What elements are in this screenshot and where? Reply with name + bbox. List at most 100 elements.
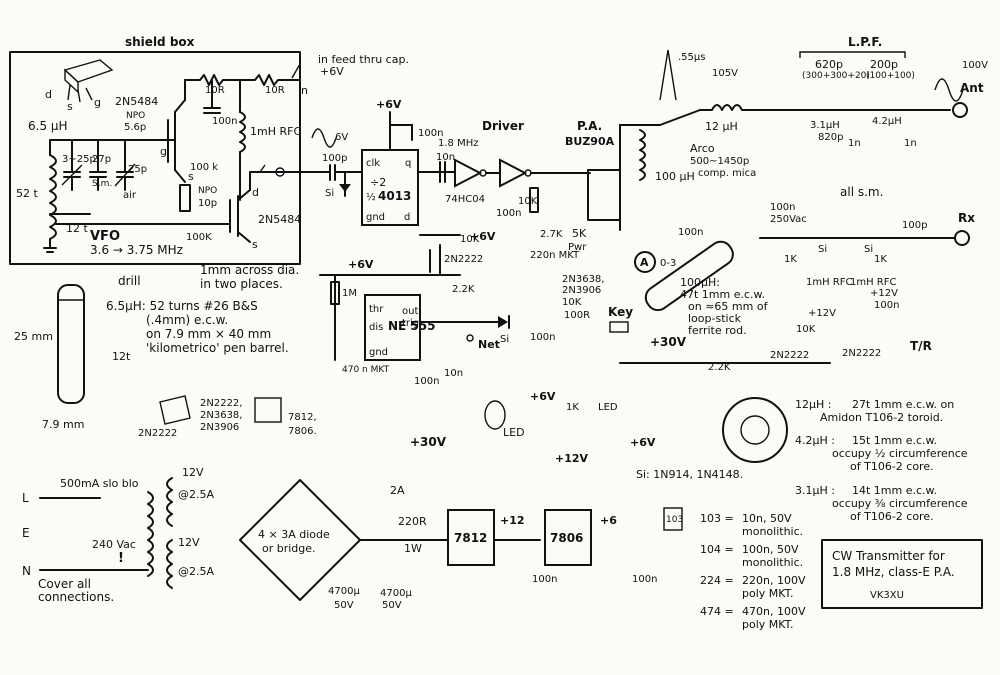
pa-section: P.A. BUZ90A 100 µH A 0-3 +30V 100n 12 µH… [565,49,801,349]
bridge-1: 4 × 3A diode [258,528,330,541]
driver-r22k: 2.2K [452,284,475,295]
tr-label: T/R [910,339,932,353]
driver-r5k: 5K [572,227,587,240]
coil-note-5: on 7.9 mm × 40 mm [146,327,271,341]
lpf-section: L.P.F. 620p (300+300+20) 200p (100+100) … [799,35,988,246]
net-button-label[interactable]: Net [478,338,500,351]
rx-c100n: 100n [770,202,795,213]
timer-c10n: 10n [444,368,463,379]
fet2-s: s [252,238,258,251]
gate-74hc04: 74HC04 [445,194,485,205]
cap-1-c: monolithic. [742,556,803,569]
rx-rfc-a: 1mH RFC [806,277,853,288]
cap-code: 103 [666,515,683,525]
pwr-label: Pwr [568,242,587,253]
psu-plus30: +30V [410,435,447,449]
c200-label: 200p [870,58,898,71]
npo-label-1: NPO [126,111,145,121]
c100p-label: 100p [322,153,347,164]
divider-c100n: 100n [418,128,443,139]
air-label: air [123,190,137,201]
c1n-a: 1n [848,138,861,149]
driver-c100n-b: 100n [530,332,555,343]
npo-label-2: NPO [198,186,217,196]
net-switch[interactable] [466,334,474,342]
rx-si-a: Si [818,244,827,255]
fet-label-2: 2N5484 [258,213,301,226]
psu-v12a: 12V [182,466,204,479]
rfc-label: 1mH RFC [250,125,301,138]
cap-0-a: 103 = [700,512,734,525]
pinout-sketches: 2N2222 2N2222, 2N3638, 2N3906 7812, 7806… [138,390,618,439]
fet-label-1: 2N5484 [115,95,158,108]
bridge-2: or bridge. [262,542,316,555]
psu-c100n-a: 100n [532,574,557,585]
pa-label: P.A. [577,119,602,133]
divider-section: 6V 100p Si clk ÷2 ½ 4013 q gnd d +6V 100… [311,98,478,226]
antenna-connector[interactable] [952,102,968,118]
fet1-s: s [188,170,194,183]
l31-label: 3.1µH [810,120,840,131]
psu-l: L [22,491,29,505]
led-plus6: +6V [530,390,556,403]
pin-reg1: 7812, [288,412,317,423]
rx-plus12: +12V [870,288,898,299]
psu-a25b: @2.5A [178,565,214,578]
vfo-inductor-label: 6.5 µH [28,119,68,133]
arco-range: 500~1450p [690,156,749,167]
coil-dim-diameter: 7.9 mm [42,418,84,431]
f2a: 2A [390,484,405,497]
rx-c100p: 100p [902,220,927,231]
title-line-1: CW Transmitter for [832,549,945,563]
c200-detail: (100+100) [866,71,915,81]
cover-1: Cover all [38,577,91,591]
toroid-2-b: 14t 1mm e.c.w. [852,484,937,497]
driver-r10k-d: 10K [460,234,480,245]
key-jack[interactable] [609,321,629,333]
v50a: 50V [382,600,402,611]
rx-r1k-b: 1K [874,254,887,265]
fuse-label: 500mA slo blo [60,477,139,490]
feedthru-plus6: +6V [320,65,344,78]
c4700a: 4700µ [380,588,412,599]
psu-plus12: +12V [555,452,589,465]
vfo-oscillator-fet: g s 100 k 10R 100n [160,74,251,212]
psu-plus6v: +6V [630,436,656,449]
psu-plus12b: +12 [500,514,525,527]
cap-0-c: monolithic. [742,525,803,538]
timer-si: Si [500,334,509,345]
rod-note-2: on ≈65 mm of [688,300,769,313]
trimmer-label: 3~25p [62,154,96,165]
warn-mark: ! [118,551,124,566]
toroid-0-b: 27t 1mm e.c.w. on [852,398,954,411]
rx-plus12b: +12V [808,308,836,319]
rx-label: Rx [958,211,975,225]
wave-label: 105V [712,68,738,79]
choke-label: 100 µH [655,170,695,183]
driver-r27k: 2.7K [540,229,563,240]
toroid-0-a: 12µH : [795,398,831,411]
coil-dim-length: 25 mm [14,330,53,343]
driver-r10k-b: 10K [562,297,582,308]
reg6-label: 7806 [550,531,583,545]
trig-pin: trig [402,318,419,329]
l12-label: 12 µH [705,120,738,133]
toroid-sketch [722,397,788,463]
q2n2222-driver: 2N2222 [444,254,483,265]
toroid-2-c: occupy ⅜ circumference [832,497,968,510]
out-pin: out [402,306,418,317]
key-label[interactable]: Key [608,305,633,319]
rx-r22k: 2.2K [708,362,731,373]
ant-label: Ant [960,81,984,95]
driver-c100n: 100n [496,208,521,219]
lpf-label: L.P.F. [848,35,882,49]
rx-connector[interactable] [954,230,970,246]
ic-555 [364,294,421,361]
psu-plus6: +6 [600,514,617,527]
rod-note-0: 100µH: [680,276,720,289]
fet-pin-s: s [67,100,73,113]
si-note: Si: 1N914, 1N4148. [636,468,743,481]
vfo-supply-rfc: 10R 1mH RFC in in feed thru cap. +6V [239,53,409,201]
c4700b: 4700µ [328,586,360,597]
